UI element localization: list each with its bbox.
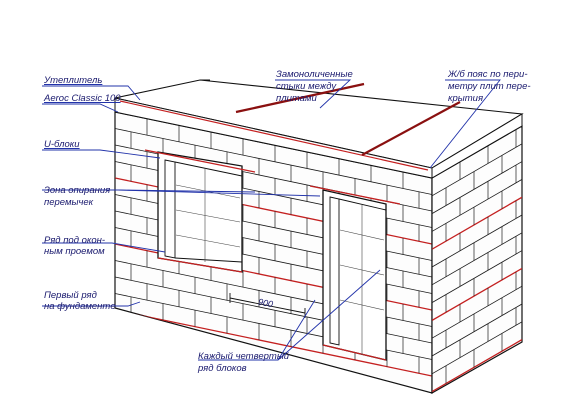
label-joints-line-1: Замоноличенные <box>276 69 353 80</box>
leader-every-fourth-2 <box>277 269 381 361</box>
leader-aeroc <box>42 103 119 113</box>
block-course-line <box>115 128 432 195</box>
leader-lines <box>42 79 501 361</box>
block-course-line <box>432 179 522 232</box>
label-joints-line-3: плитами <box>276 93 317 104</box>
label-belt-line-3: крытия <box>448 93 484 104</box>
label-every-fourth-line-1: Каждый четвертый <box>198 351 290 362</box>
leader-u-blocks <box>42 149 161 159</box>
block-course-line <box>432 250 522 303</box>
label-under-window-line-2: ным проемом <box>44 246 105 257</box>
label-u-blocks: U-блоки <box>44 139 80 150</box>
door-opening <box>322 189 387 361</box>
label-joints-line-2: стыки между <box>276 81 337 92</box>
label-first-row-line-1: Первый ряд <box>44 290 97 301</box>
label-first-row-line-2: на фундаменте <box>44 301 116 312</box>
block-course-line <box>432 196 522 250</box>
label-belt-line-1: Ж/б пояс по пери- <box>448 69 528 80</box>
leader-insulation <box>42 85 141 101</box>
leader-belt <box>429 79 501 169</box>
block-course-line <box>432 214 522 268</box>
window-opening <box>157 151 243 273</box>
label-every-fourth-line-2: ряд блоков <box>198 363 247 374</box>
leader-first-row <box>42 301 141 307</box>
leader-joints <box>275 79 352 109</box>
u-block-lintels <box>144 149 401 205</box>
block-course-line <box>432 267 522 321</box>
slab-joint-2 <box>361 101 461 156</box>
label-under-window-line-1: Ряд под окон- <box>44 235 106 246</box>
label-insulation: Утеплитель <box>44 75 103 86</box>
block-course-line <box>432 143 522 197</box>
leader-lintel-2 <box>117 189 321 197</box>
block-course-line <box>432 285 522 339</box>
right-wall <box>431 124 523 395</box>
leader-under-window <box>42 242 166 253</box>
block-course-line <box>432 339 522 393</box>
block-course-line <box>432 161 522 214</box>
block-course-line <box>115 309 432 377</box>
label-belt-line-2: метру плит пере- <box>448 81 531 92</box>
block-course-line <box>432 321 522 375</box>
block-course-line <box>432 232 522 286</box>
slab-joint-1 <box>235 82 365 114</box>
label-lintel-line-1: Зона опирания <box>44 185 111 196</box>
label-aeroc: Aeroc Classic 100 <box>44 93 121 104</box>
label-lintel-line-2: перемычек <box>44 197 94 208</box>
block-course-line <box>432 303 522 357</box>
insulation-line <box>119 100 429 171</box>
roof-slab <box>114 79 524 179</box>
